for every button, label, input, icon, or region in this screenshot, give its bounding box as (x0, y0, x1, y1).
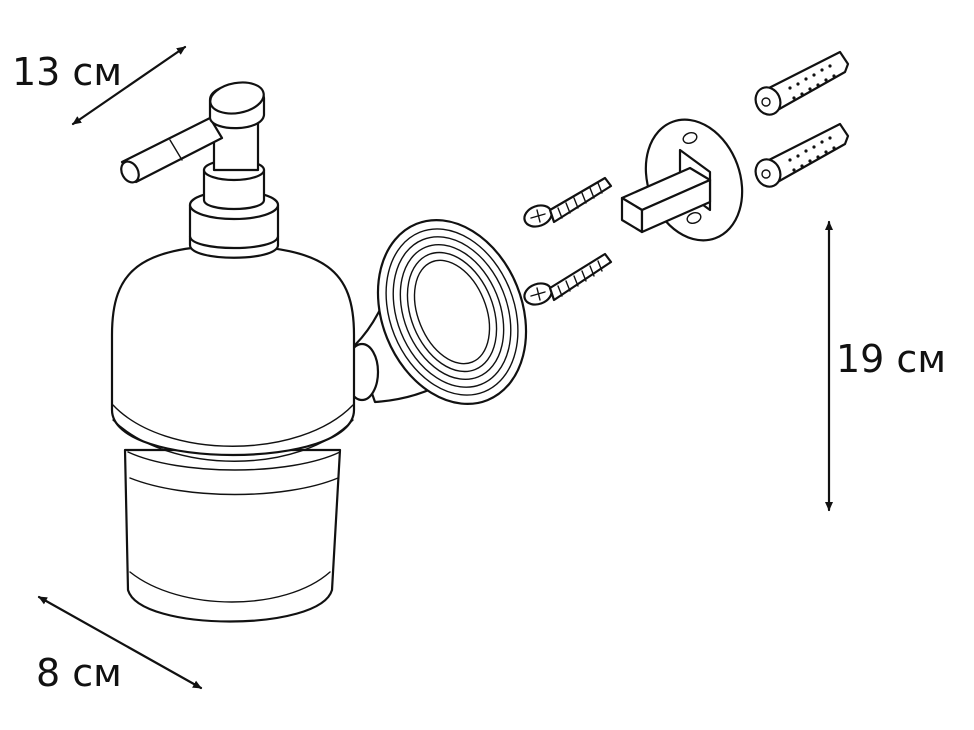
width-label: 8 см (36, 651, 122, 695)
wall-anchor-lower (754, 122, 850, 188)
screw-upper (523, 176, 613, 228)
depth-label: 13 см (12, 50, 122, 94)
screw-lower (523, 252, 613, 306)
depth-dimension-arrow (71, 45, 187, 126)
mounting-plate (620, 118, 744, 242)
height-label: 19 см (836, 337, 946, 381)
pump (120, 81, 280, 259)
wall-anchor-upper (754, 50, 850, 116)
width-dimension-arrow (37, 595, 203, 690)
bottle-container (110, 243, 356, 623)
wall-flange (376, 218, 528, 406)
